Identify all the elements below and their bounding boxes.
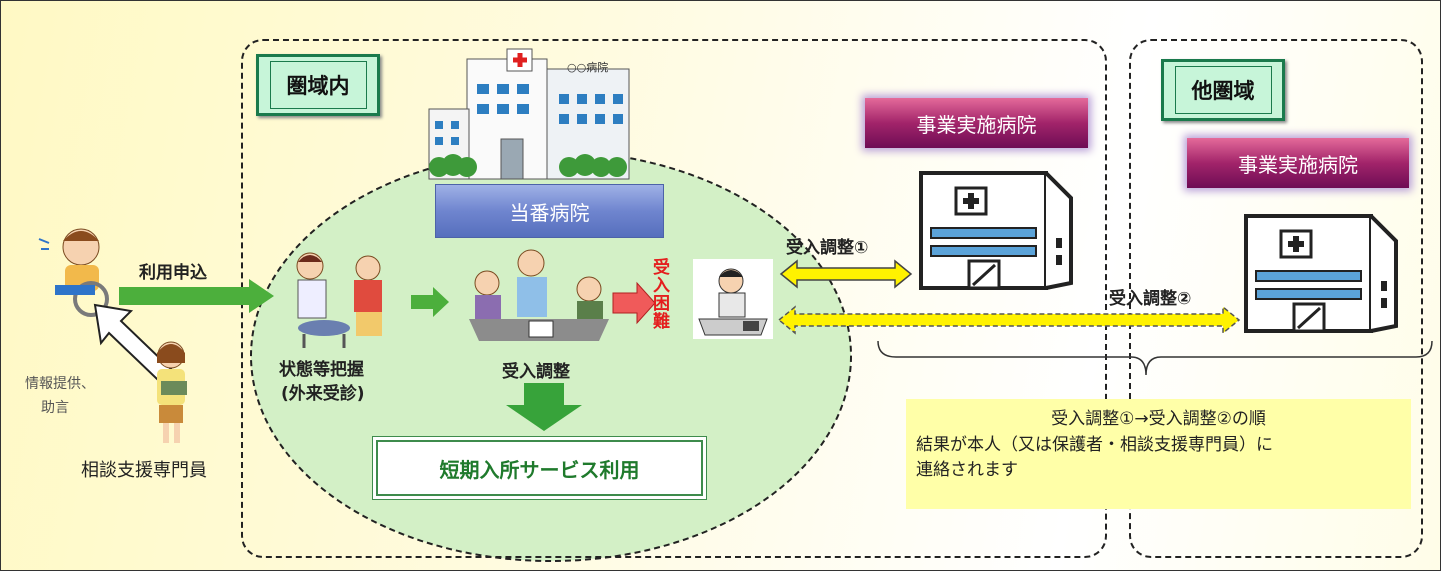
note-line1: 受入調整①→受入調整②の順 [1051,409,1266,429]
assess-label-line1: 状態等把握 [279,360,364,380]
difficulty-label: 受入困難 [653,258,670,332]
hospital-cross-building-icon [1244,214,1398,333]
apply-label: 利用申込 [139,263,207,283]
consultant-woman-icon [157,341,187,443]
adjust2-label: 受入調整② [1109,289,1192,309]
outer-region-label: 他圏域 [1174,66,1272,114]
note-line3: 連絡されます [916,460,1018,480]
staff-meeting-icon [469,249,609,341]
info-label-line2: 助言 [41,400,69,416]
note-line2: 結果が本人（又は保護者・相談支援専門員）に [916,434,1273,455]
phone-operator-icon [693,259,773,339]
hospital-building-icon [428,48,630,180]
impl-hospital-label-2: 事業実施病院 [1187,138,1409,188]
duty-hospital-sign: ○○病院 [567,61,609,74]
result-bracket [877,340,1433,376]
impl-hospital-label-1: 事業実施病院 [865,98,1088,148]
adjust2-arrow [777,305,1241,335]
service-box: 短期入所サービス利用 [376,440,703,496]
inner-region-tag: 圏域内 [256,54,380,116]
service-down-arrow [506,383,582,431]
info-label-line1: 情報提供、 [25,376,95,392]
duty-hospital-label: 当番病院 [435,184,664,238]
hospital-cross-building-icon [919,171,1073,290]
outer-region-tag: 他圏域 [1161,59,1285,121]
adjust1-arrow [779,259,913,289]
inner-region-label: 圏域内 [269,61,367,109]
doctor-consult-icon [296,252,382,348]
difficulty-arrow [612,281,656,325]
apply-arrow [119,279,274,313]
outer-region [1129,39,1423,558]
wheelchair-person-icon [38,228,109,317]
result-note: 受入調整①→受入調整②の順 結果が本人（又は保護者・相談支援専門員）に 連絡され… [906,399,1411,509]
adjust1-label: 受入調整① [786,238,869,258]
assess-label-line2: (外来受診) [281,384,365,404]
coordination-label: 受入調整 [502,362,570,382]
consultant-label: 相談支援専門員 [81,460,207,481]
assess-to-coord-arrow [411,287,449,317]
